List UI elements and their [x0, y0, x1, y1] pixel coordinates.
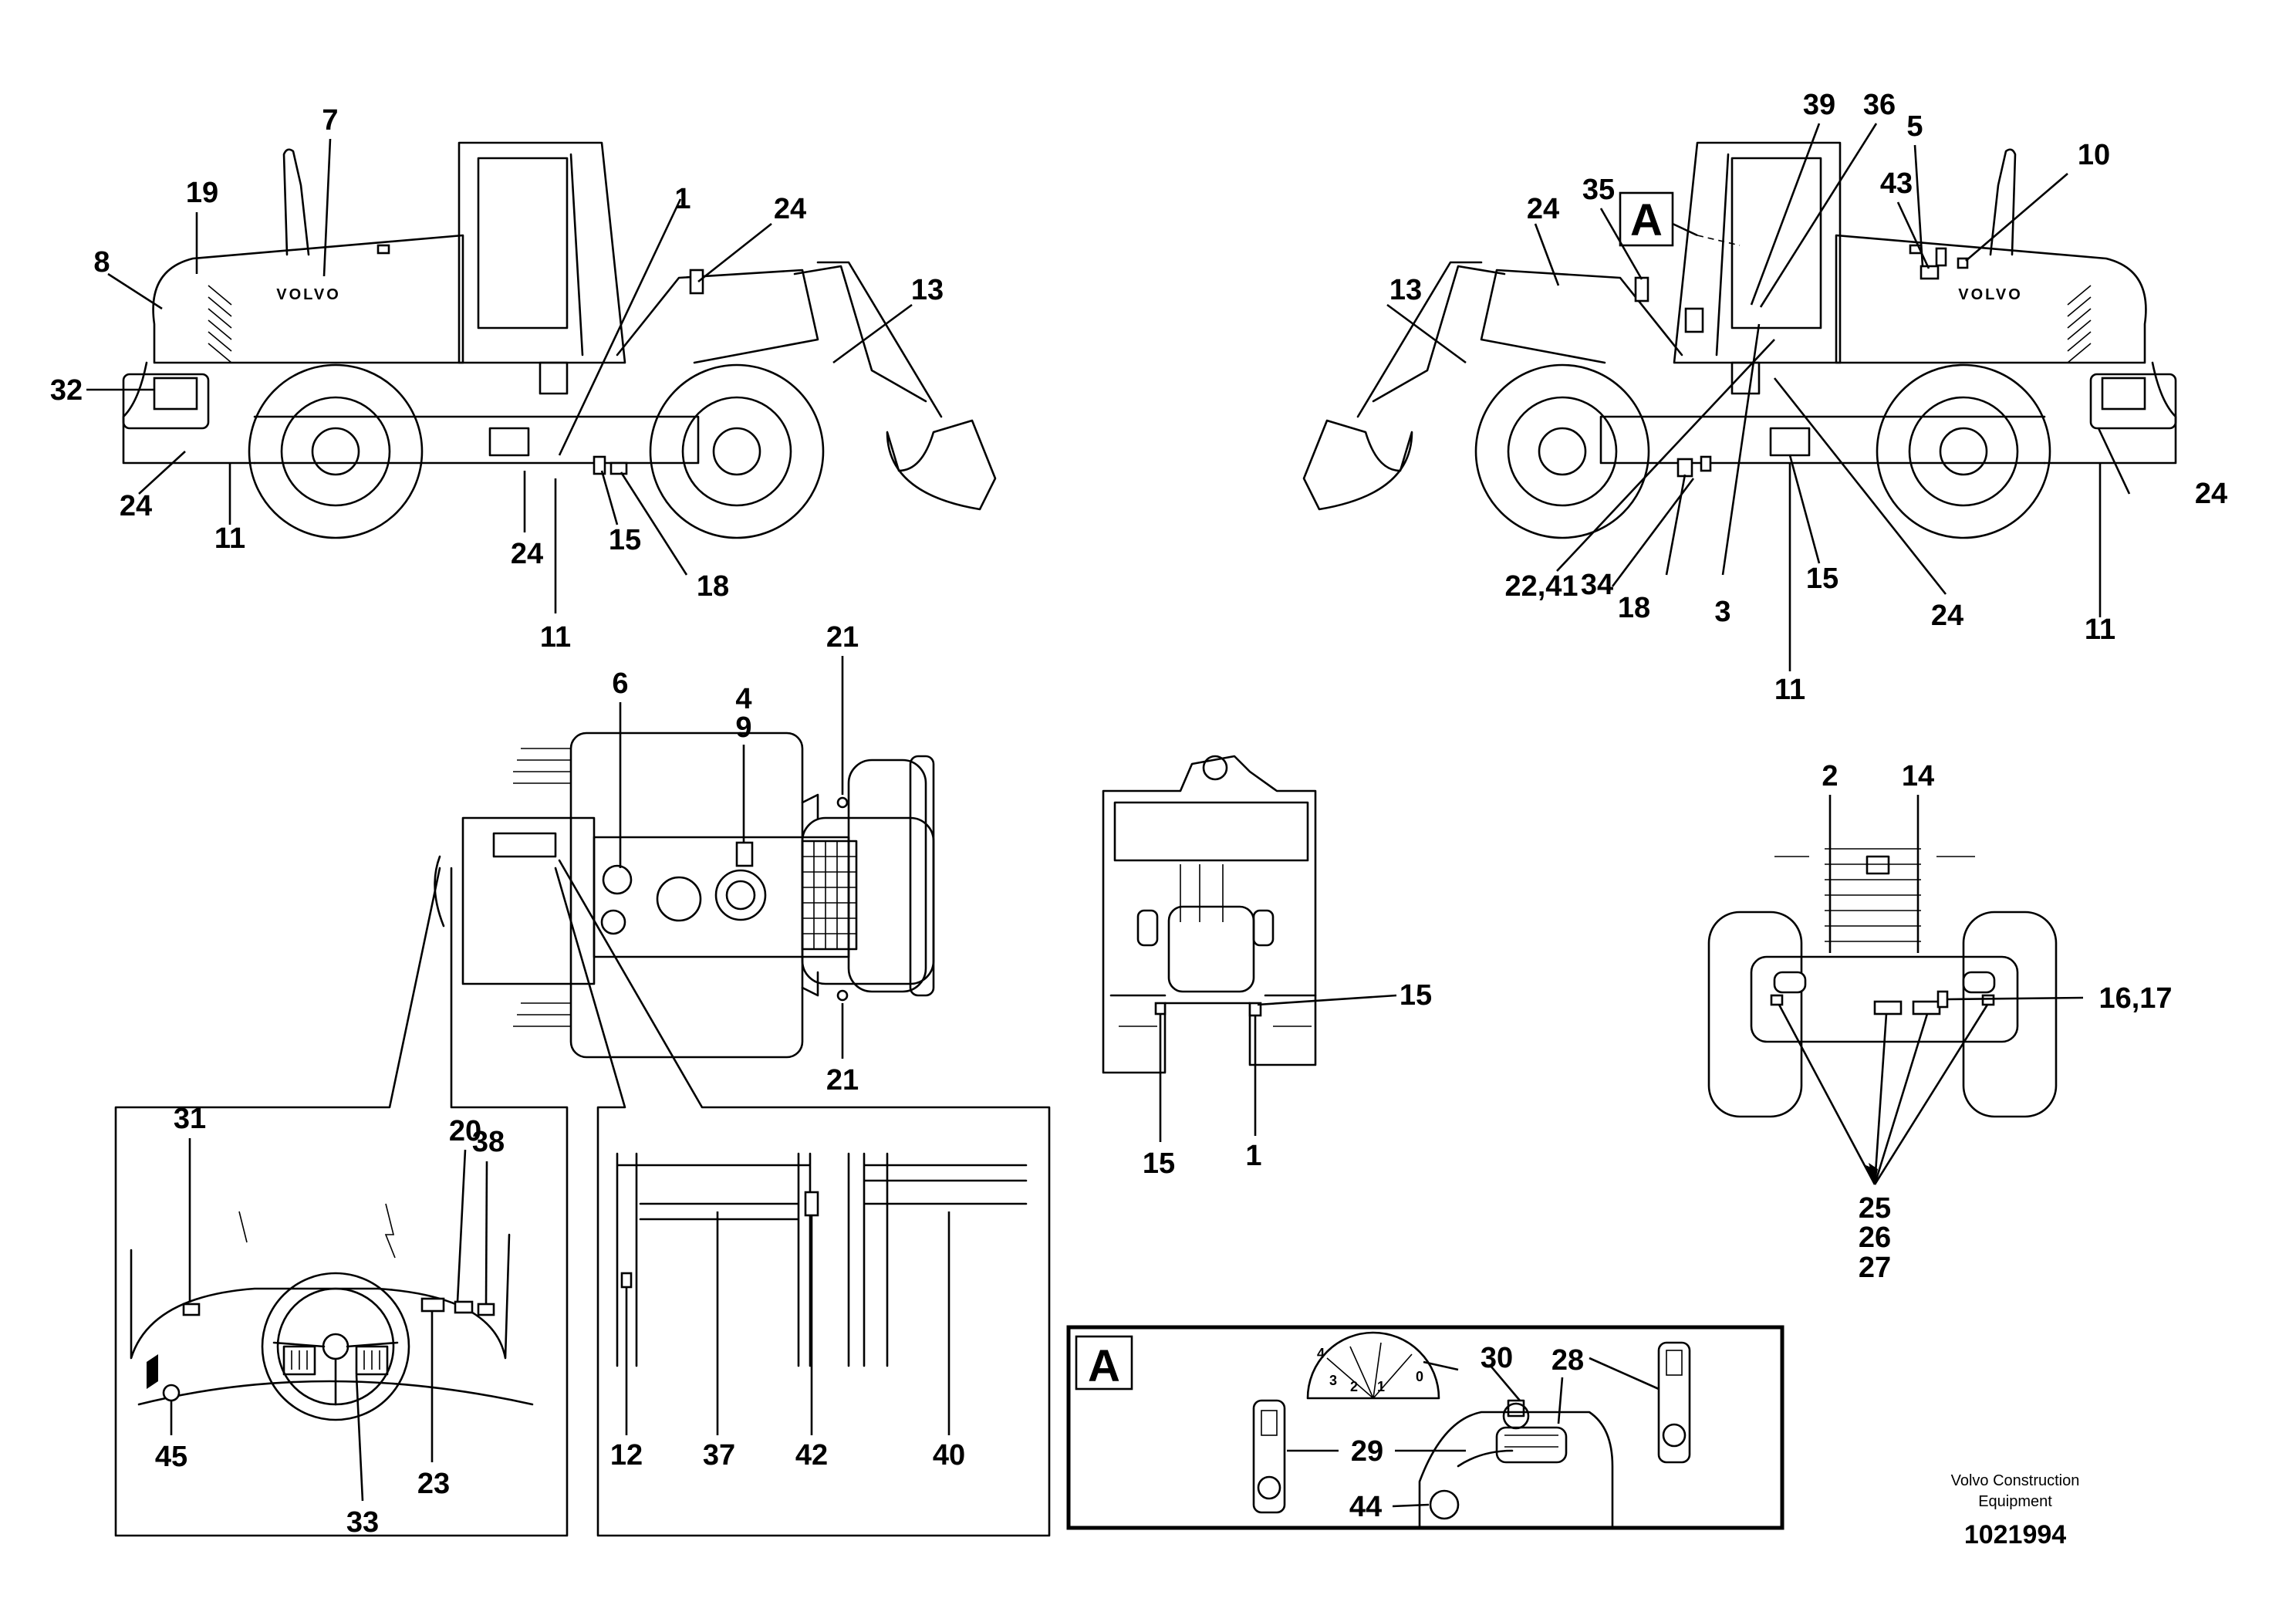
- side-view-left: VOLVO 7 19 8 32 24 11 1 24 13 24 15 18 1…: [50, 104, 997, 654]
- label-9: 9: [735, 711, 751, 744]
- footer-block: Volvo Construction Equipment 1021994: [1951, 1472, 2080, 1549]
- label-10: 10: [2078, 139, 2110, 171]
- label-15-underside-right: 15: [1400, 979, 1432, 1012]
- label-38: 38: [472, 1126, 505, 1158]
- callout-box-a: [1619, 191, 1674, 247]
- label-11-rear-right: 11: [2085, 613, 2115, 646]
- dial-mark-0: 0: [1416, 1369, 1423, 1384]
- label-11-rear-left: 11: [214, 522, 245, 555]
- front-view: 2 14 16,17 25 26 27: [1707, 760, 2173, 1284]
- label-29: 29: [1351, 1435, 1383, 1468]
- top-view: 6 4 9 21 21: [434, 621, 935, 1097]
- volvo-badge-left: VOLVO: [276, 286, 341, 303]
- rear-wheel-left: [248, 363, 424, 539]
- label-35: 35: [1582, 174, 1615, 206]
- cab-detail-dashboard: 31 20 38 45 33 23: [114, 867, 569, 1539]
- label-24-mid-left: 24: [511, 538, 543, 570]
- label-18-right: 18: [1618, 592, 1650, 624]
- label-28: 28: [1551, 1344, 1584, 1377]
- cab-detail-pillars: 12 37 42 40: [554, 859, 1051, 1537]
- label-21-top: 21: [826, 621, 859, 654]
- label-18-left: 18: [697, 570, 729, 603]
- footer-doc-number: 1021994: [1964, 1520, 2066, 1549]
- label-44: 44: [1349, 1491, 1382, 1523]
- label-7: 7: [322, 104, 338, 137]
- label-6: 6: [612, 667, 628, 700]
- label-24-mid-right: 24: [1931, 600, 1963, 632]
- dial-mark-1: 1: [1377, 1379, 1385, 1394]
- detail-a-letter: A: [1088, 1341, 1120, 1391]
- label-32: 32: [50, 374, 83, 407]
- label-42: 42: [795, 1439, 828, 1472]
- label-15-right: 15: [1806, 563, 1838, 595]
- label-12: 12: [610, 1439, 643, 1472]
- label-36: 36: [1863, 89, 1896, 121]
- label-24-rear-left: 24: [120, 490, 152, 522]
- footer-company-line2: Equipment: [1978, 1493, 2052, 1510]
- front-wheel-right: [1474, 363, 1650, 539]
- label-4: 4: [735, 683, 751, 715]
- front-wheel-left: [649, 363, 825, 539]
- dial-mark-4: 4: [1317, 1346, 1325, 1361]
- label-24-top-left: 24: [774, 193, 806, 225]
- volvo-badge-right: VOLVO: [1958, 286, 2023, 303]
- top-view-radiator-mesh: [801, 840, 858, 951]
- label-15-underside-left: 15: [1143, 1147, 1175, 1180]
- label-11-front-right: 11: [1774, 674, 1805, 706]
- rear-wheel-right: [1876, 363, 2051, 539]
- label-45: 45: [155, 1441, 187, 1473]
- label-33: 33: [346, 1506, 379, 1539]
- label-16-17: 16,17: [2098, 982, 2172, 1015]
- label-5: 5: [1906, 110, 1923, 143]
- label-40: 40: [933, 1439, 965, 1472]
- rear-grille: [208, 285, 232, 363]
- label-26: 26: [1859, 1222, 1891, 1254]
- label-21-bottom: 21: [826, 1064, 859, 1097]
- label-31: 31: [174, 1103, 206, 1135]
- label-15-left: 15: [609, 524, 641, 556]
- label-37: 37: [703, 1439, 735, 1472]
- label-30: 30: [1481, 1342, 1513, 1374]
- label-22-41: 22,41: [1504, 570, 1578, 603]
- dial-mark-3: 3: [1329, 1373, 1337, 1388]
- label-23: 23: [417, 1468, 450, 1500]
- callout-box-a-letter: A: [1630, 195, 1663, 245]
- label-3: 3: [1714, 596, 1730, 628]
- label-1: 1: [674, 183, 690, 215]
- label-43: 43: [1880, 167, 1913, 200]
- label-20: 20: [449, 1115, 481, 1147]
- label-8: 8: [93, 246, 110, 279]
- label-34: 34: [1581, 569, 1613, 601]
- front-grille: [1825, 848, 1921, 942]
- footer-company-line1: Volvo Construction: [1951, 1472, 2080, 1489]
- label-19: 19: [186, 177, 218, 209]
- dial-mark-2: 2: [1350, 1379, 1358, 1394]
- label-24-rear-right: 24: [2195, 478, 2227, 510]
- label-25: 25: [1859, 1192, 1891, 1225]
- label-14: 14: [1902, 760, 1934, 792]
- side-view-right: VOLVO A 39 36 5 10 43 35 24 13 24 22,41: [1302, 89, 2227, 706]
- rear-grille-right: [2067, 285, 2092, 363]
- label-39: 39: [1803, 89, 1835, 121]
- underside-view: 15 15 1: [1102, 755, 1432, 1180]
- label-24-top-right: 24: [1527, 193, 1559, 225]
- label-27: 27: [1859, 1252, 1891, 1284]
- label-2: 2: [1822, 760, 1838, 792]
- label-11-front-left: 11: [540, 621, 571, 654]
- label-13-right: 13: [1389, 274, 1422, 306]
- detail-a-box: A 4 3 2 1 0 30 28 29 44: [1066, 1325, 1784, 1530]
- label-1-underside: 1: [1245, 1140, 1261, 1172]
- label-13-left: 13: [911, 274, 944, 306]
